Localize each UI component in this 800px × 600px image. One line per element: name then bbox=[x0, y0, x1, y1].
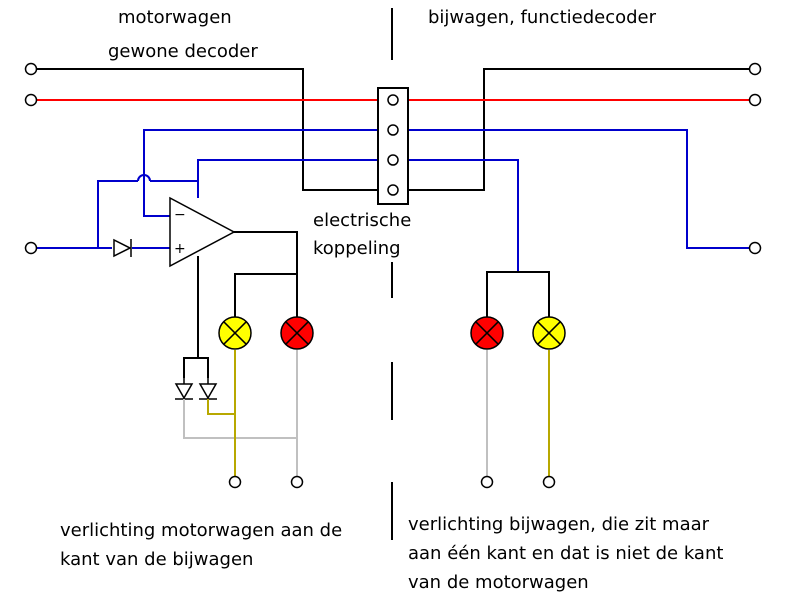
opamp-minus: − bbox=[174, 207, 186, 223]
terminal-right-blue bbox=[748, 241, 762, 255]
lamp-motorwagen-red-icon bbox=[280, 316, 314, 350]
label-bijwagen: bijwagen, functiedecoder bbox=[428, 7, 657, 28]
terminal-lamp-4 bbox=[542, 475, 556, 489]
label-gewone-decoder: gewone decoder bbox=[108, 41, 258, 62]
opamp-plus: + bbox=[174, 241, 186, 257]
caption-right-line-1: verlichting bijwagen, die zit maar bbox=[408, 514, 710, 535]
lamps bbox=[218, 316, 566, 350]
terminal-left-black bbox=[24, 62, 38, 76]
label-coupling-1: electrische bbox=[313, 210, 412, 231]
double-diode-icon bbox=[174, 378, 218, 400]
wires-lamp-feed bbox=[183, 231, 550, 378]
terminal-lamp-1 bbox=[228, 475, 242, 489]
caption-left-line-2: kant van de bijwagen bbox=[60, 549, 254, 570]
caption-left-line-1: verlichting motorwagen aan de bbox=[60, 520, 343, 541]
terminal-right-black bbox=[748, 62, 762, 76]
label-coupling-2: koppeling bbox=[313, 238, 401, 259]
caption-right-line-2: aan één kant en dat is niet de kant bbox=[408, 543, 724, 564]
terminals bbox=[24, 62, 762, 489]
opamp-icon: − + bbox=[169, 196, 236, 268]
terminal-lamp-3 bbox=[480, 475, 494, 489]
lamp-motorwagen-yellow-icon bbox=[218, 316, 252, 350]
lamp-bijwagen-red-icon bbox=[470, 316, 504, 350]
lamp-bijwagen-yellow-icon bbox=[532, 316, 566, 350]
terminal-left-blue bbox=[24, 241, 38, 255]
terminal-right-red bbox=[748, 93, 762, 107]
wires-yellow bbox=[207, 350, 550, 476]
caption-right-line-3: van de motorwagen bbox=[408, 572, 589, 593]
terminal-lamp-2 bbox=[290, 475, 304, 489]
label-motorwagen: motorwagen bbox=[118, 7, 232, 28]
wires-blue bbox=[37, 129, 749, 272]
diode-icon bbox=[113, 238, 132, 258]
terminal-left-red bbox=[24, 93, 38, 107]
electric-coupling bbox=[377, 87, 409, 205]
wires-gray bbox=[183, 350, 488, 476]
